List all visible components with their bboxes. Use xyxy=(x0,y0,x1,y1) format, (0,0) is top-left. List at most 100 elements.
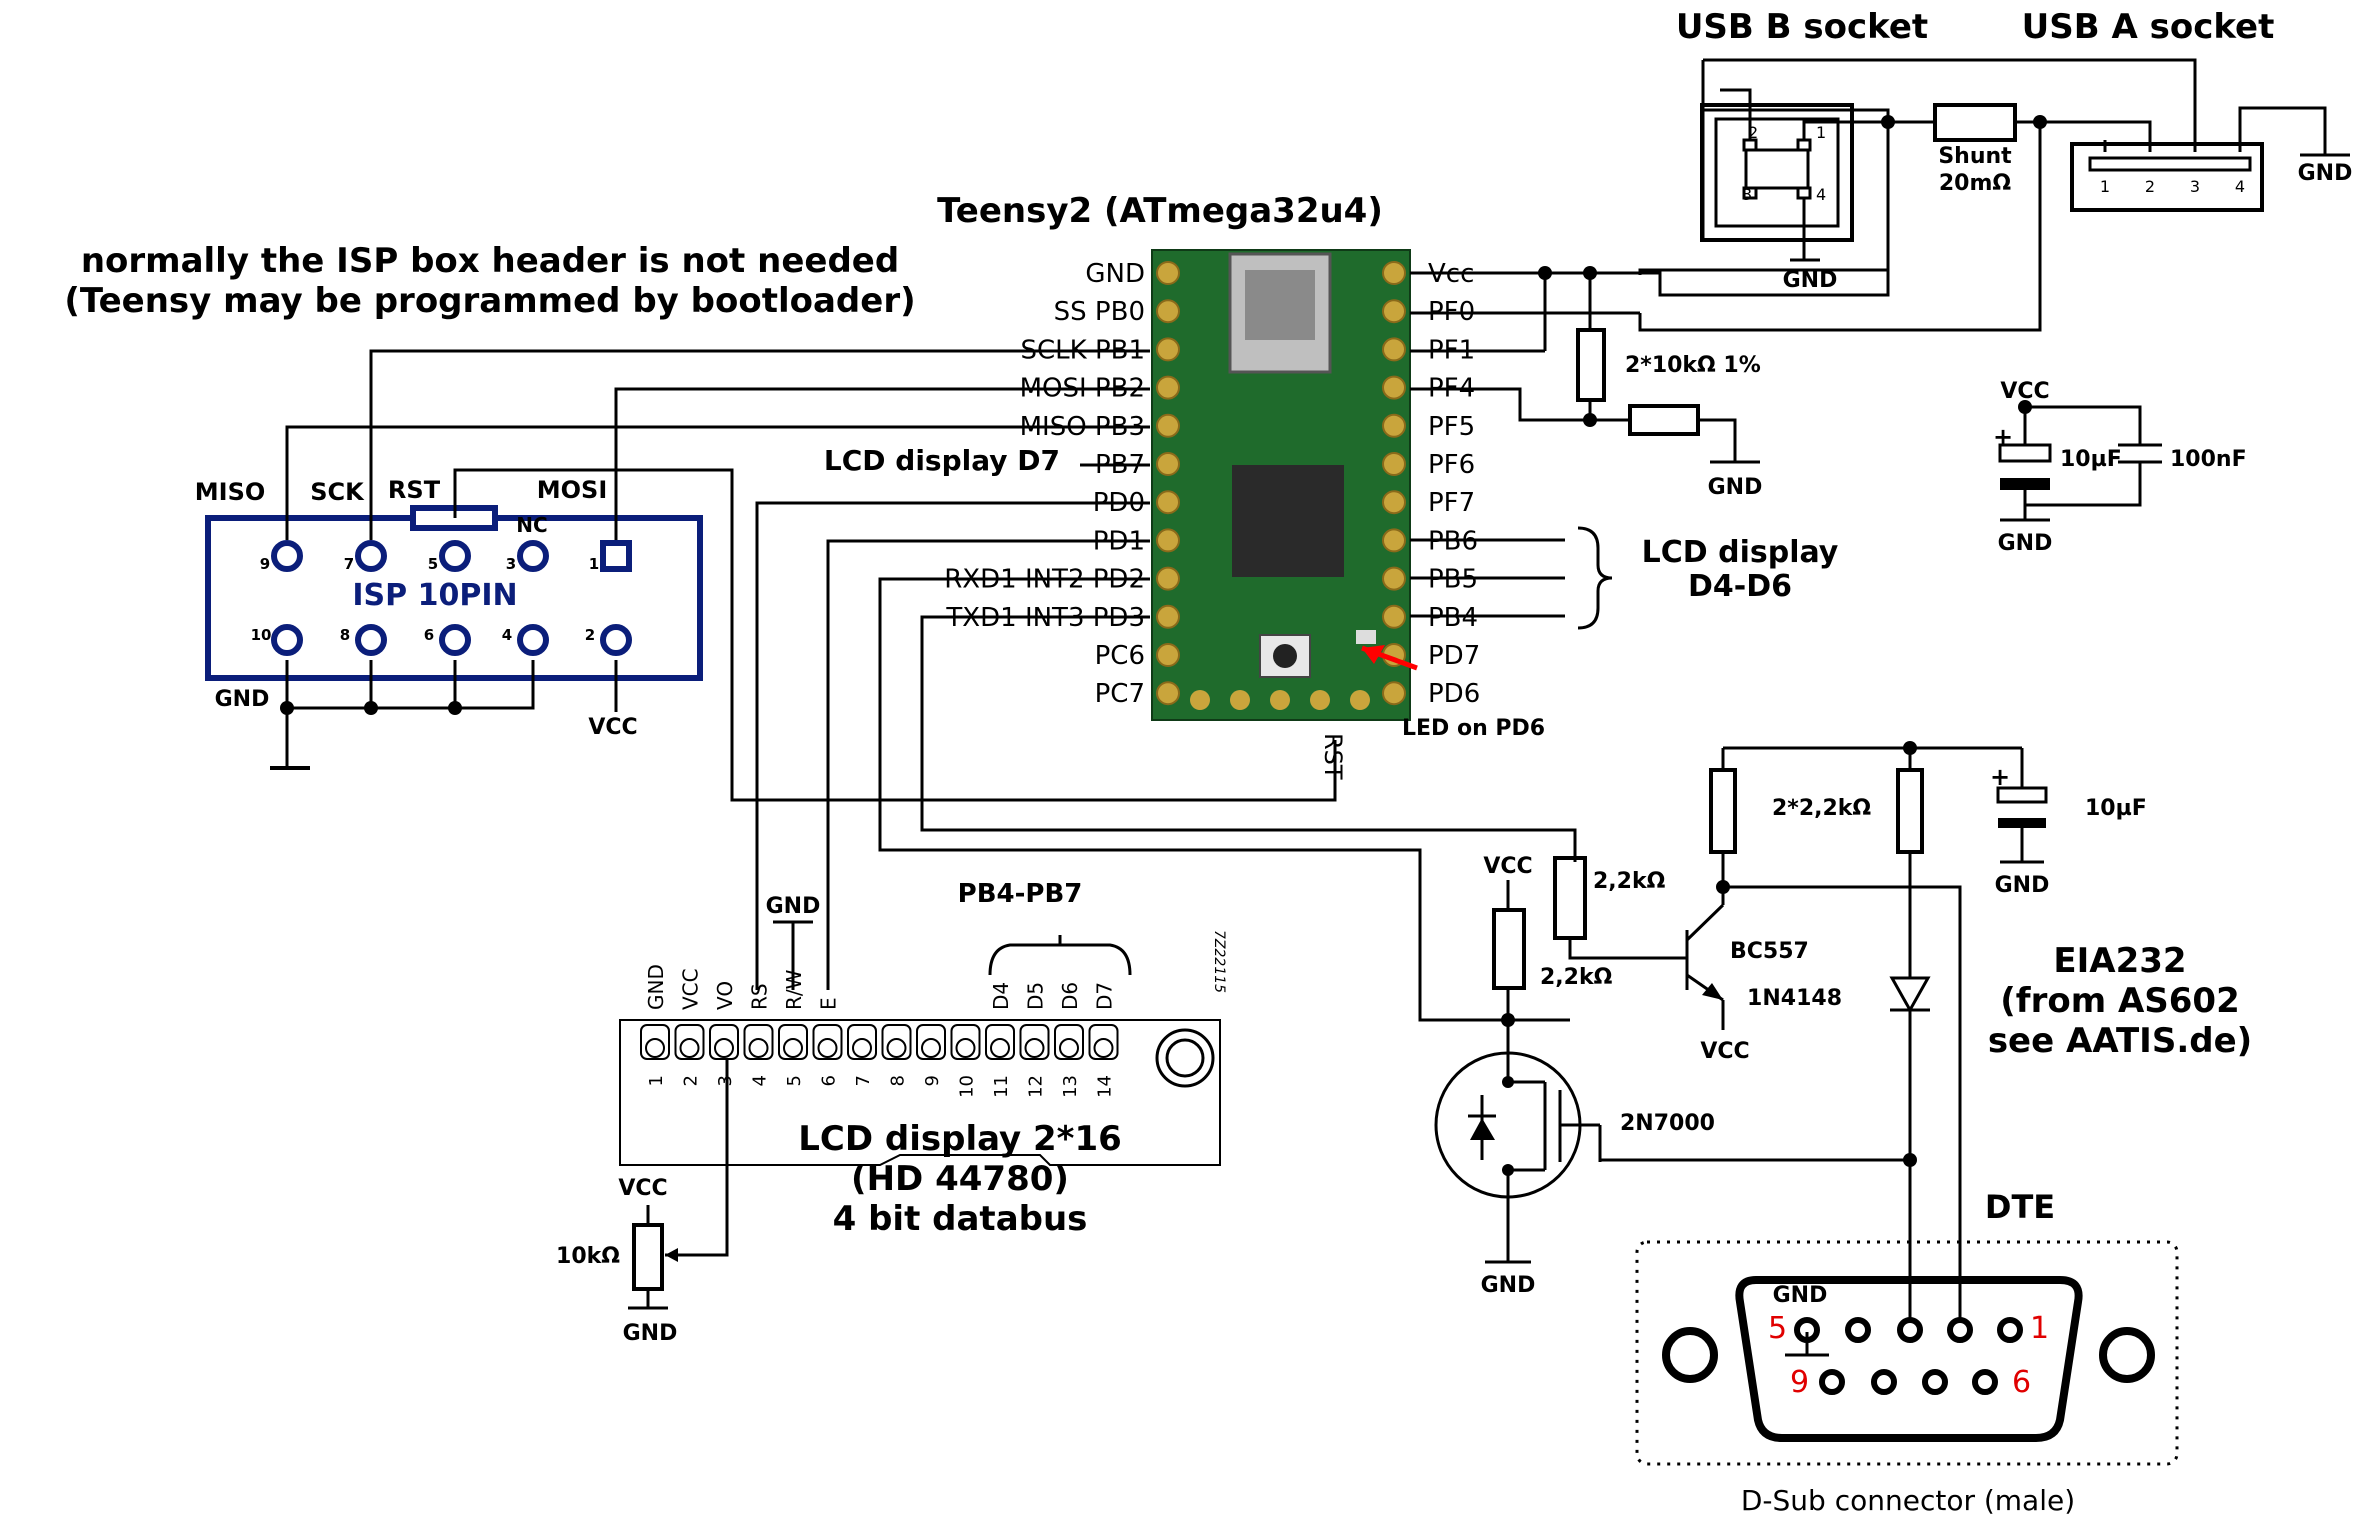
elcap-10uf-plate xyxy=(1998,443,2052,463)
lcd-pin-socket xyxy=(1054,1024,1084,1060)
teensy-right-pad xyxy=(1382,261,1406,285)
pb7-lcd-label: LCD display D7 xyxy=(824,444,1060,477)
isp-label-sck: SCK xyxy=(310,478,365,506)
teensy-right-pad xyxy=(1382,452,1406,476)
lcd-pin-label: R/W xyxy=(782,969,806,1010)
divider-gnd: GND xyxy=(1708,475,1763,500)
lcd-bus-label2: D4-D6 xyxy=(1688,569,1792,604)
teensy-pads xyxy=(1156,261,1406,710)
isp-pin-square xyxy=(600,540,632,572)
lcd-pin-number: 11 xyxy=(991,1075,1012,1098)
usb-section: USB B socket USB A socket 2 1 3 4 1 2 3 … xyxy=(1676,7,2353,293)
isp-pin-number: 1 xyxy=(589,555,599,573)
lcd-pin-hole xyxy=(748,1038,769,1058)
diode-1n4148 xyxy=(1889,976,1931,1014)
teensy-left-pad xyxy=(1156,452,1180,476)
dsub-screw-right xyxy=(2099,1327,2155,1383)
lcd-pin-hole xyxy=(714,1038,734,1058)
lcd-pin-number: 2 xyxy=(681,1075,702,1086)
isp-title: ISP 10PIN xyxy=(352,578,517,613)
teensy-right-pad xyxy=(1382,375,1406,400)
teensy-bottom-pad xyxy=(1350,690,1370,710)
isp-label-miso: MISO xyxy=(195,478,266,506)
eia-title-line2: (from AS602 xyxy=(2000,981,2240,1021)
eia-diode: 1N4148 xyxy=(1747,986,1842,1011)
isp-pin xyxy=(271,540,303,572)
led-label: LED on PD6 xyxy=(1402,716,1545,741)
isp-pin xyxy=(355,540,387,572)
dsub-pins xyxy=(1794,1317,2023,1395)
usb-b-num-4: 4 xyxy=(1816,185,1826,204)
decoupling-c2: 100nF xyxy=(2170,447,2247,472)
isp-pin xyxy=(271,624,303,656)
decoupling-plus: + xyxy=(1993,423,2013,451)
teensy-left-pad xyxy=(1156,681,1180,706)
isp-gnd: GND xyxy=(215,687,270,712)
usb-a-outer xyxy=(2070,142,2264,212)
dsub-pin xyxy=(1897,1317,1923,1343)
dsub-pin xyxy=(1845,1317,1871,1343)
dsub-pin5: 5 xyxy=(1768,1311,1787,1346)
usb-wires xyxy=(1638,58,2350,332)
lcd-pin-label: D6 xyxy=(1058,982,1082,1010)
lcd-pin-hole xyxy=(645,1038,665,1058)
teensy-left-pad xyxy=(1156,413,1180,438)
teensy-left-pad xyxy=(1156,490,1180,515)
teensy-right-pad xyxy=(1382,490,1406,515)
lcd-bus-brace: LCD display D4-D6 xyxy=(1410,526,1839,630)
isp-pin xyxy=(355,624,387,656)
dsub-pin xyxy=(1947,1317,1973,1343)
teensy-right-pin-label: PD6 xyxy=(1428,679,1480,709)
eia-r-gate: 2,2kΩ xyxy=(1540,965,1613,990)
teensy-right-pad xyxy=(1382,604,1406,629)
pot-gnd: GND xyxy=(623,1321,678,1346)
teensy-left-pad xyxy=(1156,375,1180,400)
lcd-pin-hole xyxy=(1059,1038,1079,1058)
teensy-right-pin-label: PD7 xyxy=(1428,641,1480,671)
bc557-arrow xyxy=(1702,983,1723,1000)
lcd-code: 7Z22115 xyxy=(1211,930,1227,993)
pot-wiper-arrow xyxy=(665,1248,678,1262)
lcd-bus-label1: LCD display xyxy=(1642,535,1839,570)
eia-title-line3: see AATIS.de) xyxy=(1988,1021,2252,1061)
usb-b-inner xyxy=(1714,117,1840,228)
eia-mosfet: 2N7000 xyxy=(1620,1111,1715,1136)
lcd-pin-hole xyxy=(1093,1038,1114,1058)
divider-resistor-horizontal xyxy=(1628,404,1700,436)
teensy-rst-label: RST xyxy=(1319,733,1347,780)
teensy-bottom-pad xyxy=(1230,690,1250,710)
right-side-wires: 2*10kΩ 1% GND xyxy=(1410,266,1890,500)
lcd-pin-number: 10 xyxy=(957,1075,978,1098)
dsub-connector: DTE GND 5 1 9 6 D-Sub connector (male) xyxy=(1635,1188,2179,1517)
teensy-left-pad xyxy=(1156,528,1180,553)
lcd-pin-socket xyxy=(881,1024,912,1060)
isp-vcc: VCC xyxy=(588,715,637,740)
lcd-pin-socket xyxy=(709,1024,739,1060)
lcd-pin-socket xyxy=(950,1024,981,1060)
eia232-section: + 10µF GND 2*2,2kΩ VCC BC557 2,2kΩ VCC 2… xyxy=(1420,741,2252,1320)
lcd-pin-label: E xyxy=(817,997,841,1010)
lcd-pin-hole xyxy=(1024,1038,1045,1058)
teensy-left-pin-label: SS PB0 xyxy=(1054,297,1145,327)
usb-a-num-1: 1 xyxy=(2100,177,2110,196)
teensy-right-pad xyxy=(1382,528,1406,553)
lcd-pin-label: VCC xyxy=(679,968,703,1010)
lcd-mount-hole xyxy=(1155,1028,1215,1088)
usb-a-title: USB A socket xyxy=(2022,7,2275,47)
isp-pin xyxy=(439,624,471,656)
lcd-pin-hole xyxy=(817,1038,838,1058)
teensy-right-pad xyxy=(1382,566,1406,591)
lcd-pin-number: 9 xyxy=(922,1075,943,1086)
lcd-pin-socket xyxy=(743,1024,774,1060)
lcd-pin-label: GND xyxy=(644,964,668,1010)
dsub-pin xyxy=(1997,1317,2023,1343)
r-2k2-right xyxy=(1896,768,1924,854)
shunt-resistor xyxy=(1933,103,2017,142)
isp-label-rst: RST xyxy=(388,476,441,504)
usb-b-core xyxy=(1744,148,1810,190)
lcd-pin-number: 12 xyxy=(1026,1075,1047,1098)
divider-label: 2*10kΩ 1% xyxy=(1625,353,1761,378)
